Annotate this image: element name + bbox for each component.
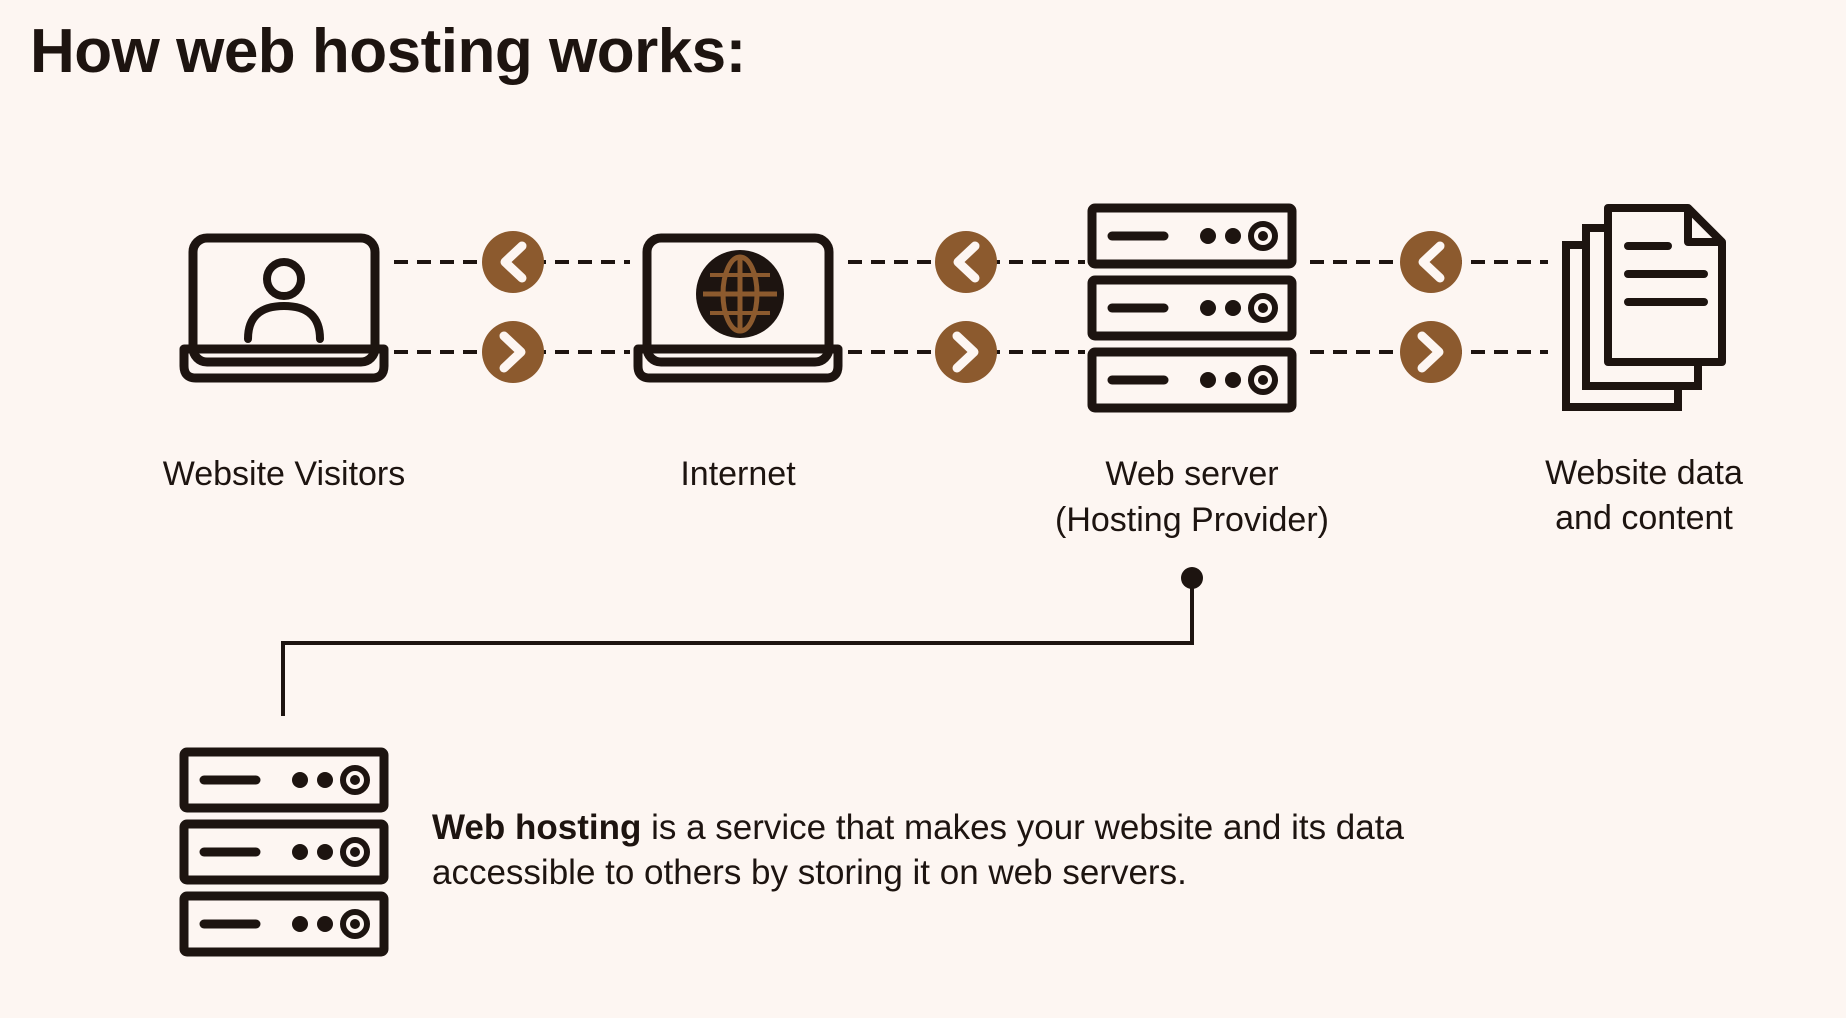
arrow-right-icon bbox=[482, 321, 544, 383]
node-label-web-server: Web server (Hosting Provider) bbox=[1017, 451, 1367, 543]
arrow-right-icon bbox=[935, 321, 997, 383]
documents-icon bbox=[1562, 204, 1726, 411]
label-line: (Hosting Provider) bbox=[1055, 501, 1329, 539]
label-line: Web server bbox=[1105, 455, 1279, 493]
description-term: Web hosting bbox=[432, 808, 642, 847]
arrow-left-icon bbox=[1400, 231, 1462, 293]
laptop-user-icon bbox=[179, 233, 389, 383]
hosting-description: Web hosting is a service that makes your… bbox=[432, 805, 1432, 895]
arrow-left-icon bbox=[482, 231, 544, 293]
server-rack-icon bbox=[184, 752, 384, 952]
page-title: How web hosting works: bbox=[30, 17, 746, 86]
callout-connector bbox=[281, 567, 1203, 716]
arrow-left-icon bbox=[935, 231, 997, 293]
node-label-website-data: Website data and content bbox=[1494, 451, 1794, 541]
description-text: is a service that makes your website and… bbox=[432, 808, 1404, 892]
server-rack-icon bbox=[1092, 208, 1292, 408]
node-label-internet: Internet bbox=[588, 451, 888, 497]
label-line: Website data bbox=[1545, 454, 1743, 492]
label-text: Internet bbox=[680, 455, 796, 493]
label-text: Website Visitors bbox=[162, 455, 406, 493]
laptop-globe-icon bbox=[633, 233, 843, 383]
label-line: and content bbox=[1555, 499, 1733, 537]
arrow-right-icon bbox=[1400, 321, 1462, 383]
node-label-website-visitors: Website Visitors bbox=[134, 451, 434, 497]
